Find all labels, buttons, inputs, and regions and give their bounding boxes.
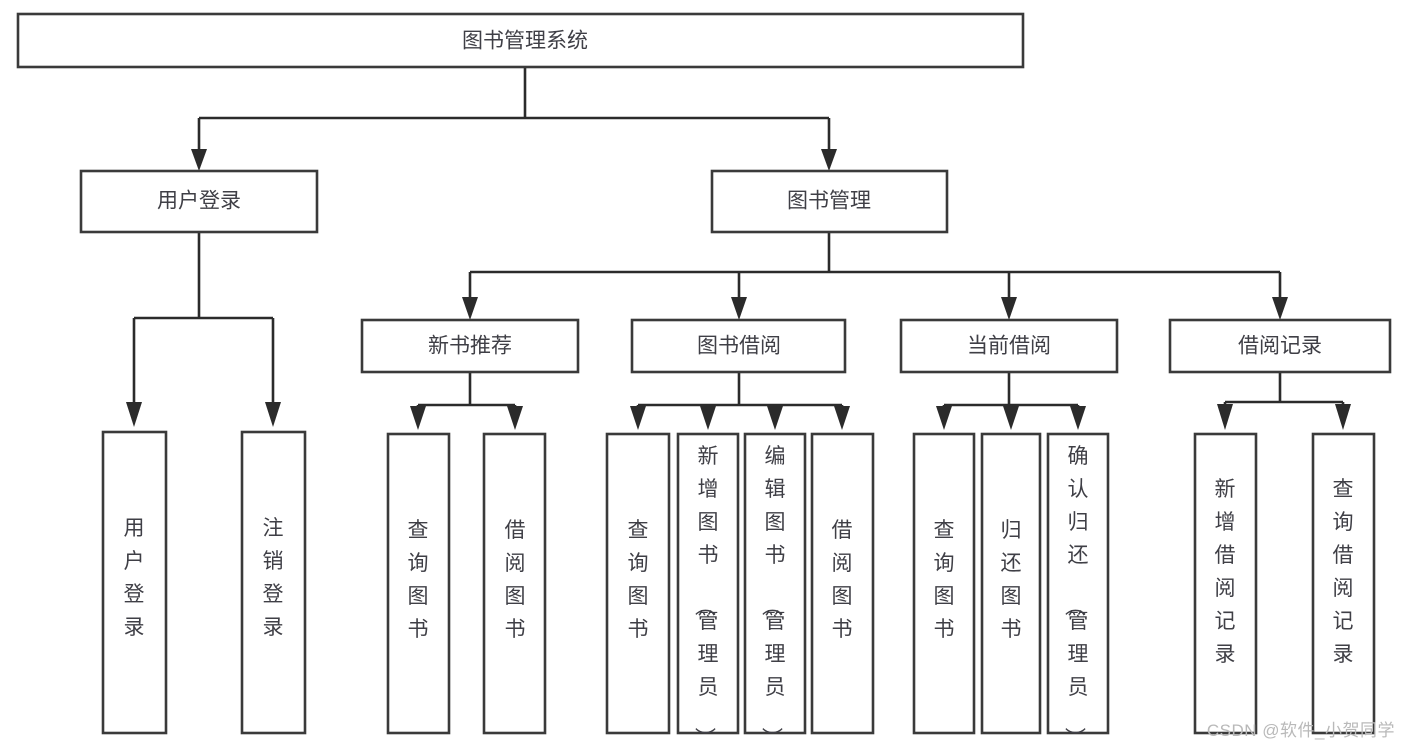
leaf-borrow-record-1[interactable]: 查询借阅记录 (1311, 432, 1376, 735)
leaf-current-borrow-1[interactable]: 归还图书 (980, 432, 1042, 735)
leaf-borrow-record-0-label: 新增借阅记录 (1215, 478, 1236, 666)
leaf-borrow-record-1-label: 查询借阅记录 (1333, 478, 1354, 666)
arrow-current-leaf-2 (1070, 406, 1086, 430)
leaf-book-borrow-1-box[interactable] (676, 432, 740, 735)
leaf-current-borrow-2-box[interactable] (1046, 432, 1110, 735)
leaf-user-login-0-box[interactable] (101, 430, 168, 735)
leaf-current-borrow-0-label: 查询图书 (934, 519, 955, 641)
arrow-book-manage-to-l3-0 (462, 297, 478, 320)
node-book-borrow-label: 图书借阅 (697, 335, 781, 358)
arrow-book-manage-to-l3-1 (731, 297, 747, 320)
leaf-book-borrow-1[interactable]: 新增图书（管理员） (676, 432, 740, 747)
arrow-record-leaf-0 (1217, 404, 1233, 430)
leaf-user-login-0-label: 用户登录 (124, 517, 145, 639)
leaf-new-book-0[interactable]: 查询图书 (386, 432, 451, 735)
leaf-current-borrow-2-label: 确认归还（管理员） (1063, 445, 1089, 747)
node-book-manage-box[interactable] (710, 169, 949, 234)
leaf-new-book-1[interactable]: 借阅图书 (482, 432, 547, 735)
leaf-new-book-0-label: 查询图书 (408, 519, 429, 641)
leaf-current-borrow-1-box[interactable] (980, 432, 1042, 735)
node-borrow-record-box[interactable] (1168, 318, 1392, 374)
arrow-record-leaf-1 (1335, 404, 1351, 430)
leaf-user-login-1-label: 注销登录 (263, 517, 284, 639)
node-root-label: 图书管理系统 (462, 30, 588, 53)
leaf-borrow-record-0-box[interactable] (1193, 432, 1258, 735)
node-borrow-record-label: 借阅记录 (1238, 335, 1322, 358)
leaf-book-borrow-2[interactable]: 编辑图书（管理员） (743, 432, 807, 747)
node-user-login-label: 用户登录 (157, 190, 241, 213)
node-current-borrow-box[interactable] (899, 318, 1119, 374)
leaf-borrow-record-1-box[interactable] (1311, 432, 1376, 735)
node-new-book-recommend-box[interactable] (360, 318, 580, 374)
node-user-login-box[interactable] (79, 169, 319, 234)
leaf-user-login-0[interactable]: 用户登录 (101, 430, 168, 735)
node-new-book-recommend[interactable]: 新书推荐 (360, 318, 580, 374)
arrow-current-leaf-1 (1003, 406, 1019, 430)
leaf-user-login-1[interactable]: 注销登录 (240, 430, 307, 735)
node-book-manage[interactable]: 图书管理 (710, 169, 949, 234)
leaf-book-borrow-0[interactable]: 查询图书 (605, 432, 671, 735)
arrow-root-to-book-manage (821, 149, 837, 171)
node-user-login[interactable]: 用户登录 (79, 169, 319, 234)
node-root[interactable]: 图书管理系统 (16, 12, 1025, 69)
node-book-borrow[interactable]: 图书借阅 (630, 318, 847, 374)
node-new-book-recommend-label: 新书推荐 (428, 335, 512, 358)
leaf-user-login-1-box[interactable] (240, 430, 307, 735)
arrow-new-book-leaf-1 (507, 406, 523, 430)
connector-layer (126, 67, 1351, 430)
node-borrow-record[interactable]: 借阅记录 (1168, 318, 1392, 374)
arrow-borrow-leaf-3 (834, 406, 850, 430)
arrow-user-login-leaf-1 (265, 402, 281, 427)
leaf-book-borrow-0-label: 查询图书 (628, 519, 649, 641)
arrow-new-book-leaf-0 (410, 406, 426, 430)
leaf-book-borrow-3-box[interactable] (810, 432, 875, 735)
leaf-current-borrow-2[interactable]: 确认归还（管理员） (1046, 432, 1110, 747)
leaf-book-borrow-2-label: 编辑图书（管理员） (760, 445, 786, 747)
leaf-book-borrow-2-box[interactable] (743, 432, 807, 735)
arrow-borrow-leaf-1 (700, 406, 716, 430)
arrow-root-to-user-login (191, 149, 207, 171)
node-book-manage-label: 图书管理 (787, 190, 871, 213)
leaf-new-book-0-box[interactable] (386, 432, 451, 735)
leaf-book-borrow-1-label: 新增图书（管理员） (693, 445, 719, 747)
arrow-book-manage-to-l3-2 (1001, 297, 1017, 320)
arrow-user-login-leaf-0 (126, 402, 142, 427)
arrow-book-manage-to-l3-3 (1272, 297, 1288, 320)
leaf-book-borrow-3-label: 借阅图书 (832, 519, 853, 641)
node-current-borrow-label: 当前借阅 (967, 335, 1051, 358)
leaf-new-book-1-box[interactable] (482, 432, 547, 735)
leaf-book-borrow-3[interactable]: 借阅图书 (810, 432, 875, 735)
leaf-current-borrow-1-label: 归还图书 (1001, 519, 1022, 641)
arrow-current-leaf-0 (936, 406, 952, 430)
node-current-borrow[interactable]: 当前借阅 (899, 318, 1119, 374)
leaf-book-borrow-0-box[interactable] (605, 432, 671, 735)
leaf-current-borrow-0-box[interactable] (912, 432, 976, 735)
arrow-borrow-leaf-0 (630, 406, 646, 430)
arrow-borrow-leaf-2 (767, 406, 783, 430)
leaf-borrow-record-0[interactable]: 新增借阅记录 (1193, 432, 1258, 735)
leaf-current-borrow-0[interactable]: 查询图书 (912, 432, 976, 735)
node-book-borrow-box[interactable] (630, 318, 847, 374)
leaf-new-book-1-label: 借阅图书 (505, 519, 526, 641)
node-root-box[interactable] (16, 12, 1025, 69)
